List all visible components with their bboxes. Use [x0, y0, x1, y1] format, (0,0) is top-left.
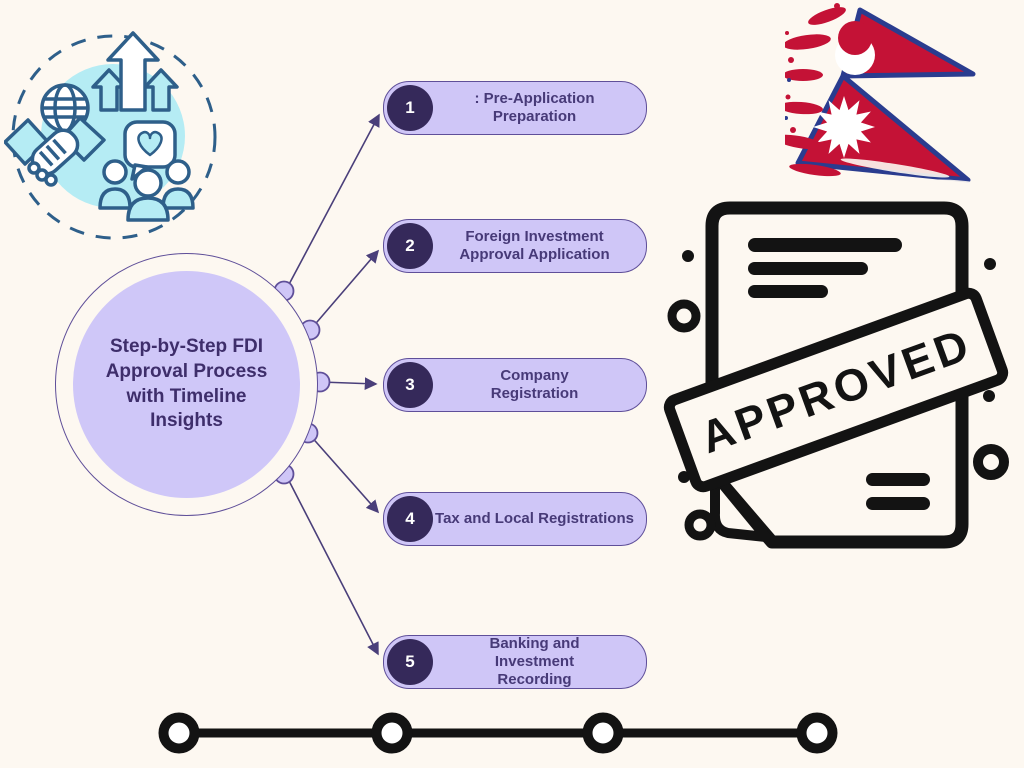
growth-arrows-icon: [91, 31, 179, 112]
handshake-icon: [4, 116, 106, 187]
central-topic-disc: Step-by-Step FDI Approval Process with T…: [73, 271, 300, 498]
approved-document-illustration: APPROVED: [663, 201, 1009, 549]
step-label: : Pre-Application Preparation: [474, 89, 595, 125]
step-number-badge: 2: [387, 223, 433, 269]
flag-moon-icon: [835, 21, 875, 75]
step-pill-1: 1 : Pre-Application Preparation: [383, 81, 647, 135]
step-label: Banking and Investment Recording: [489, 634, 580, 689]
global-growth-partnership-icon: [4, 31, 217, 240]
step-pill-2: 2 Foreign Investment Approval Applicatio…: [383, 219, 647, 273]
decorative-dots: [667, 250, 1009, 541]
diagram-title: Step-by-Step FDI Approval Process with T…: [105, 336, 268, 432]
step-label: Company Registration: [490, 366, 579, 402]
step-label: Foreign Investment Approval Application: [459, 227, 610, 263]
brush-strokes: [785, 3, 846, 177]
document-text-lines: [748, 238, 930, 510]
central-topic-circle: Step-by-Step FDI Approval Process with T…: [55, 253, 318, 516]
heart-bubble-icon: [123, 120, 177, 181]
step-pill-4: 4 Tax and Local Registrations: [383, 492, 647, 546]
flag-sun-icon: [813, 96, 875, 158]
step-pill-5: 5 Banking and Investment Recording: [383, 635, 647, 689]
timeline-track: [158, 712, 838, 754]
timeline-nodes: [158, 712, 838, 754]
people-group-icon: [98, 159, 195, 222]
step-number-badge: 3: [387, 362, 433, 408]
step-number-badge: 4: [387, 496, 433, 542]
step-number-badge: 5: [387, 639, 433, 685]
step-label: Tax and Local Registrations: [435, 509, 634, 527]
step-pill-3: 3 Company Registration: [383, 358, 647, 412]
document-fold-corner: [709, 470, 771, 542]
step-number-badge: 1: [387, 85, 433, 131]
nepal-flag: [785, 3, 1005, 193]
